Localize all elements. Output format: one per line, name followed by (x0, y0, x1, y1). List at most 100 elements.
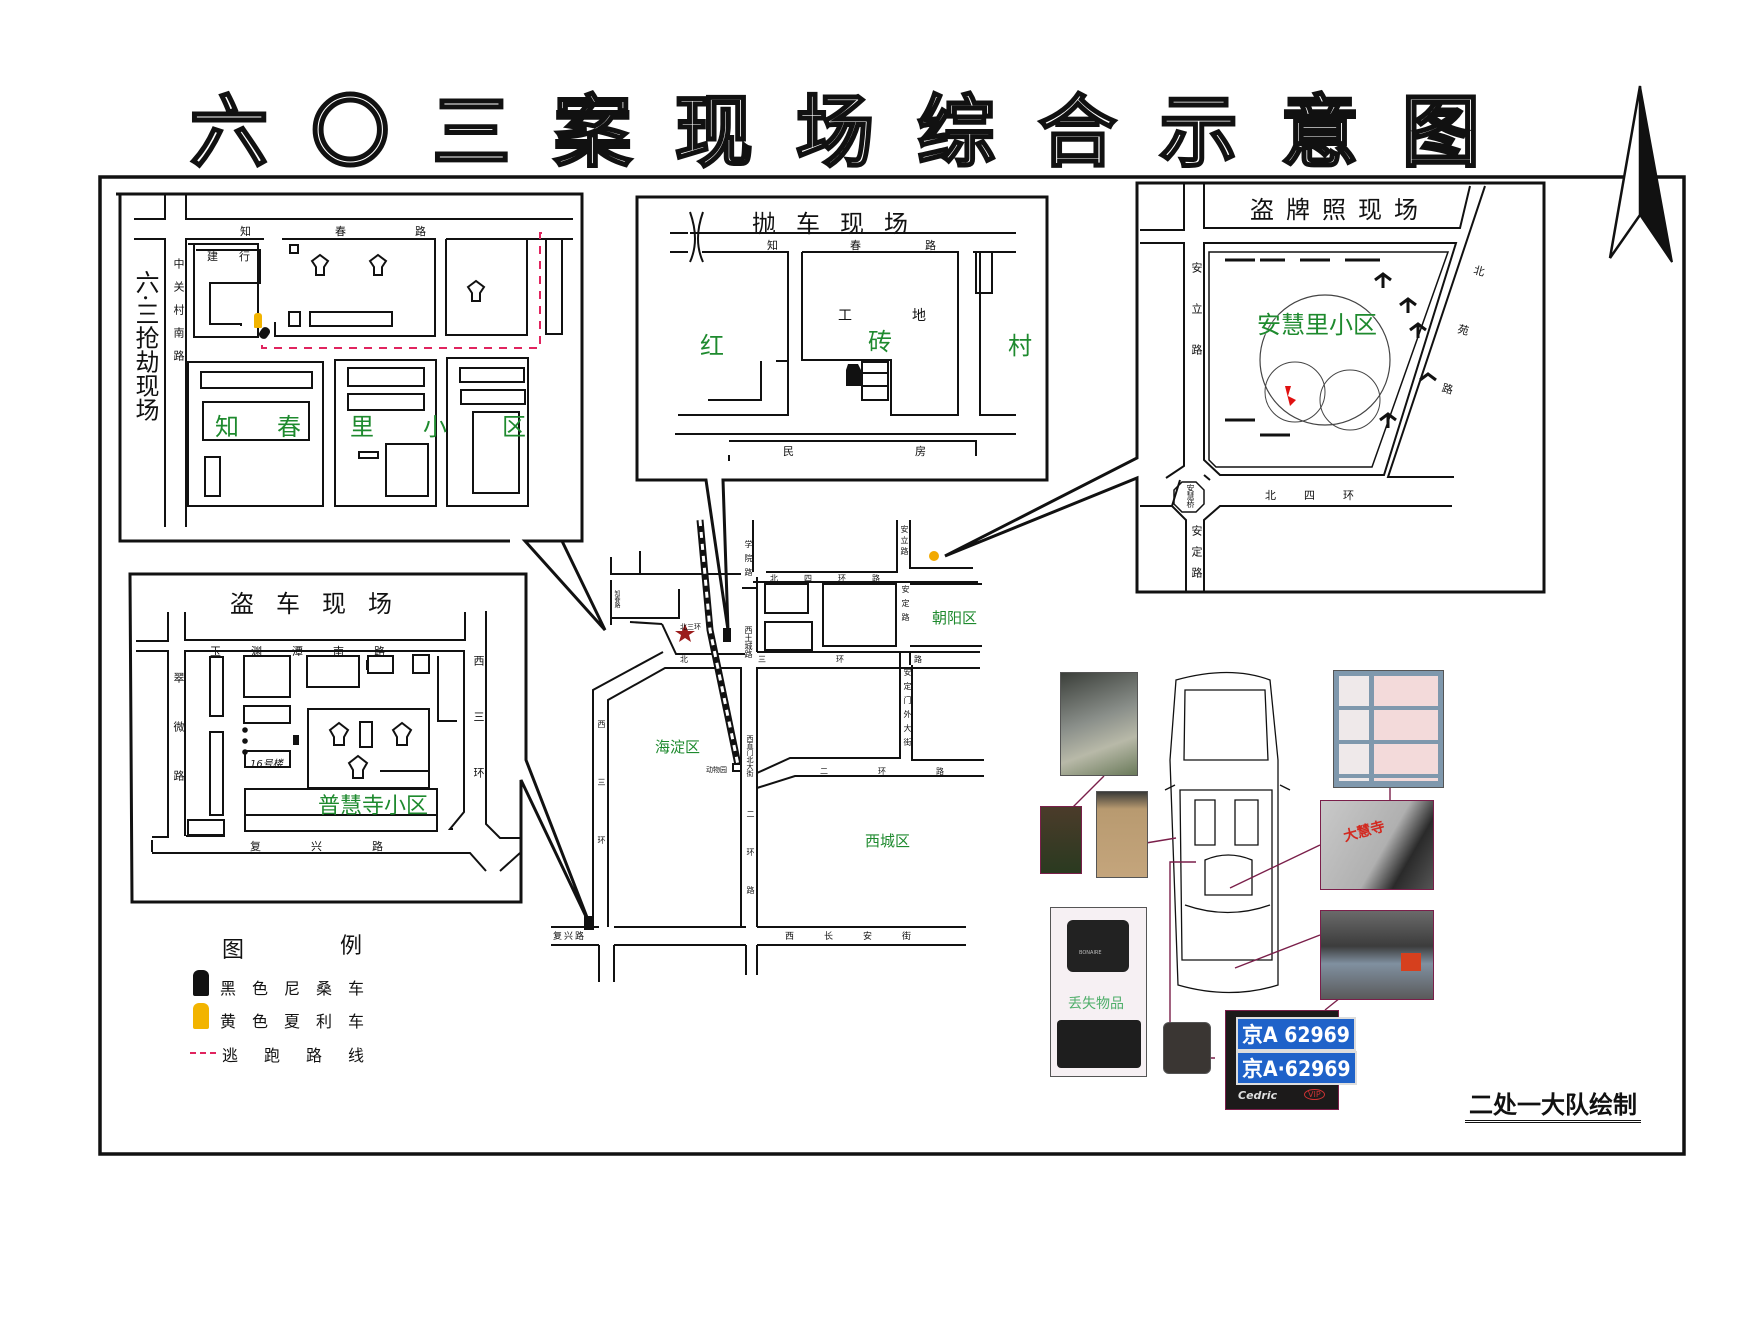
road-label: 安定门外大街 (903, 668, 912, 752)
building-label: 建 (207, 250, 218, 263)
plate-panel-title: 盗牌照现场 (1250, 196, 1430, 224)
title-char: 〇 (310, 86, 391, 180)
building-label: 行 (239, 250, 250, 263)
credit-label: 二处一大队绘制 (1465, 1085, 1641, 1123)
road-label: 知 (767, 239, 778, 252)
document-sheet (1339, 676, 1369, 781)
abandon-panel-title: 抛车现场 (752, 210, 928, 238)
community-label: 小 (423, 413, 447, 441)
north-arrow-icon (1608, 85, 1673, 263)
legend-label: 逃跑路线 (222, 1046, 391, 1065)
road-label: 安定路 (1190, 525, 1203, 588)
district-chaoyang: 朝阳区 (932, 609, 978, 627)
community-label: 普慧寺小区 (318, 794, 429, 819)
community-label: 知 (215, 413, 239, 441)
community-label: 里 (350, 413, 374, 441)
lost-items-box: BONAIRE 丢失物品 (1050, 907, 1147, 1077)
case-photo: 大慧寺 (1320, 800, 1434, 890)
houses-label: 房 (915, 445, 926, 458)
license-plate: 京A 62969 (1236, 1017, 1356, 1051)
trunk-item (1401, 953, 1421, 971)
road-label: 安定路 (901, 585, 910, 627)
panel-plate-lines (944, 181, 1546, 594)
title-char: 合 (1037, 86, 1118, 180)
black-car-legend-icon (193, 970, 209, 996)
road-label: 西直门北大街 (746, 735, 754, 777)
panel-car-theft-lines (128, 572, 592, 926)
road-label: 西土城路 (744, 626, 753, 658)
legend-label: 黄色夏利车 (220, 1012, 381, 1031)
yellow-car-legend-icon (193, 1003, 209, 1029)
road-label: 北三环路 (680, 655, 992, 664)
black-car-icon (293, 735, 299, 745)
robbery-star-icon (675, 624, 695, 642)
car-interior-photo (1060, 672, 1138, 776)
road-label: 复兴路 (250, 840, 433, 853)
black-car-icon (846, 364, 861, 386)
title-char: 三 (431, 86, 512, 180)
documents-photo (1333, 670, 1444, 788)
title-char: 综 (916, 86, 997, 180)
building-number: 16号楼 (250, 759, 283, 770)
black-car-icon (584, 916, 594, 930)
lost-case-photo (1057, 1020, 1141, 1068)
car-theft-panel-title: 盗车现场 (230, 590, 414, 618)
robbery-panel-title: 六·三抢劫现场 (131, 270, 159, 422)
car-badge: Cedric (1238, 1089, 1278, 1102)
ignition-photo (1096, 791, 1148, 878)
road-label: 学院路 (744, 540, 753, 582)
community-label: 春 (277, 413, 301, 441)
legend-title: 图 (222, 938, 245, 963)
village-label: 红 (700, 332, 724, 360)
title-char: 意 (1279, 86, 1360, 180)
road-label: 知春路 (613, 590, 620, 608)
road-label: 翠微路 (172, 672, 185, 819)
title-char: 现 (673, 86, 754, 180)
community-label: 安慧里小区 (1257, 311, 1377, 339)
community-label: 区 (502, 413, 526, 441)
lost-items-label: 丢失物品 (1068, 996, 1124, 1012)
road-label: 北四环 (1265, 489, 1382, 502)
bridge-label: 安慧桥 (1186, 484, 1195, 508)
device-brand: BONAIRE (1079, 950, 1102, 956)
license-plates-photo: 京A 62969 京A·62969 Cedric VIP (1225, 1010, 1357, 1110)
case-text: 大慧寺 (1341, 818, 1387, 846)
device-photo (1163, 1022, 1211, 1074)
road-label: 西三环 (472, 655, 485, 823)
panel-robbery-lines (116, 192, 607, 632)
road-label: 二环路 (820, 767, 994, 776)
title-char: 案 (552, 86, 633, 180)
road-label: 路 (415, 225, 426, 238)
wire-photo (1040, 806, 1082, 874)
license-plate: 京A·62969 (1236, 1051, 1357, 1085)
site-label: 工 (838, 308, 852, 324)
plate-theft-marker (1285, 386, 1296, 406)
road-label: 复兴路 (553, 932, 587, 942)
road-label: 知 (240, 225, 251, 238)
escape-route-legend-icon (190, 1052, 216, 1054)
village-label: 砖 (868, 328, 892, 356)
road-label: 春 (335, 225, 346, 238)
title-char: 示 (1158, 86, 1239, 180)
road-label: 安立路 (900, 525, 909, 558)
road-label: 二环路 (746, 810, 755, 924)
district-haidian: 海淀区 (655, 738, 701, 756)
station-label: 动物园 (706, 766, 727, 774)
yellow-car-icon (254, 313, 262, 328)
main-map-lines (551, 519, 984, 982)
map-title: 六 〇 三 案 现 场 综 合 示 意 图 (189, 70, 1482, 182)
title-char: 图 (1401, 86, 1482, 180)
trunk-photo (1320, 910, 1434, 1000)
escape-route (261, 232, 548, 349)
black-car-icon (723, 628, 731, 642)
road-label: 西三环 (597, 720, 606, 894)
road-label: 北四环路 (770, 574, 906, 583)
legend-label: 黑色尼桑车 (220, 979, 381, 998)
village-label: 村 (1008, 332, 1032, 360)
houses-label: 民 (783, 445, 794, 458)
road-label: 路 (925, 239, 936, 252)
road-label: 中关村南路 (172, 258, 185, 373)
district-xicheng: 西城区 (865, 832, 911, 850)
vip-badge: VIP (1304, 1089, 1325, 1100)
